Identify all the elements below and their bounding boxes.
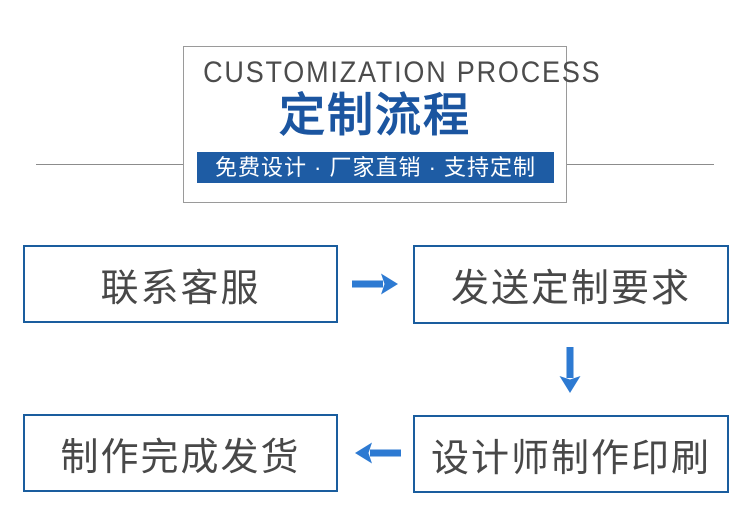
step-box-send-requirements: 发送定制要求 — [413, 245, 729, 324]
title-english: CUSTOMIZATION PROCESS — [203, 56, 602, 89]
arrow-down-icon — [558, 346, 582, 394]
header-card: CUSTOMIZATION PROCESS 定制流程 免费设计 · 厂家直销 ·… — [183, 46, 602, 203]
step-label: 联系客服 — [100, 267, 261, 310]
page-title: 定制流程 — [279, 89, 471, 141]
arrow-left-icon — [354, 441, 402, 465]
step-label: 设计师制作印刷 — [430, 437, 711, 480]
tagline-banner: 免费设计 · 厂家直销 · 支持定制 — [197, 152, 554, 183]
step-label: 发送定制要求 — [450, 268, 691, 310]
step-box-contact-service: 联系客服 — [23, 245, 338, 323]
step-box-designer-print: 设计师制作印刷 — [413, 415, 729, 493]
step-box-complete-ship: 制作完成发货 — [23, 414, 338, 492]
arrow-right-icon — [351, 272, 399, 296]
step-label: 制作完成发货 — [60, 436, 301, 479]
